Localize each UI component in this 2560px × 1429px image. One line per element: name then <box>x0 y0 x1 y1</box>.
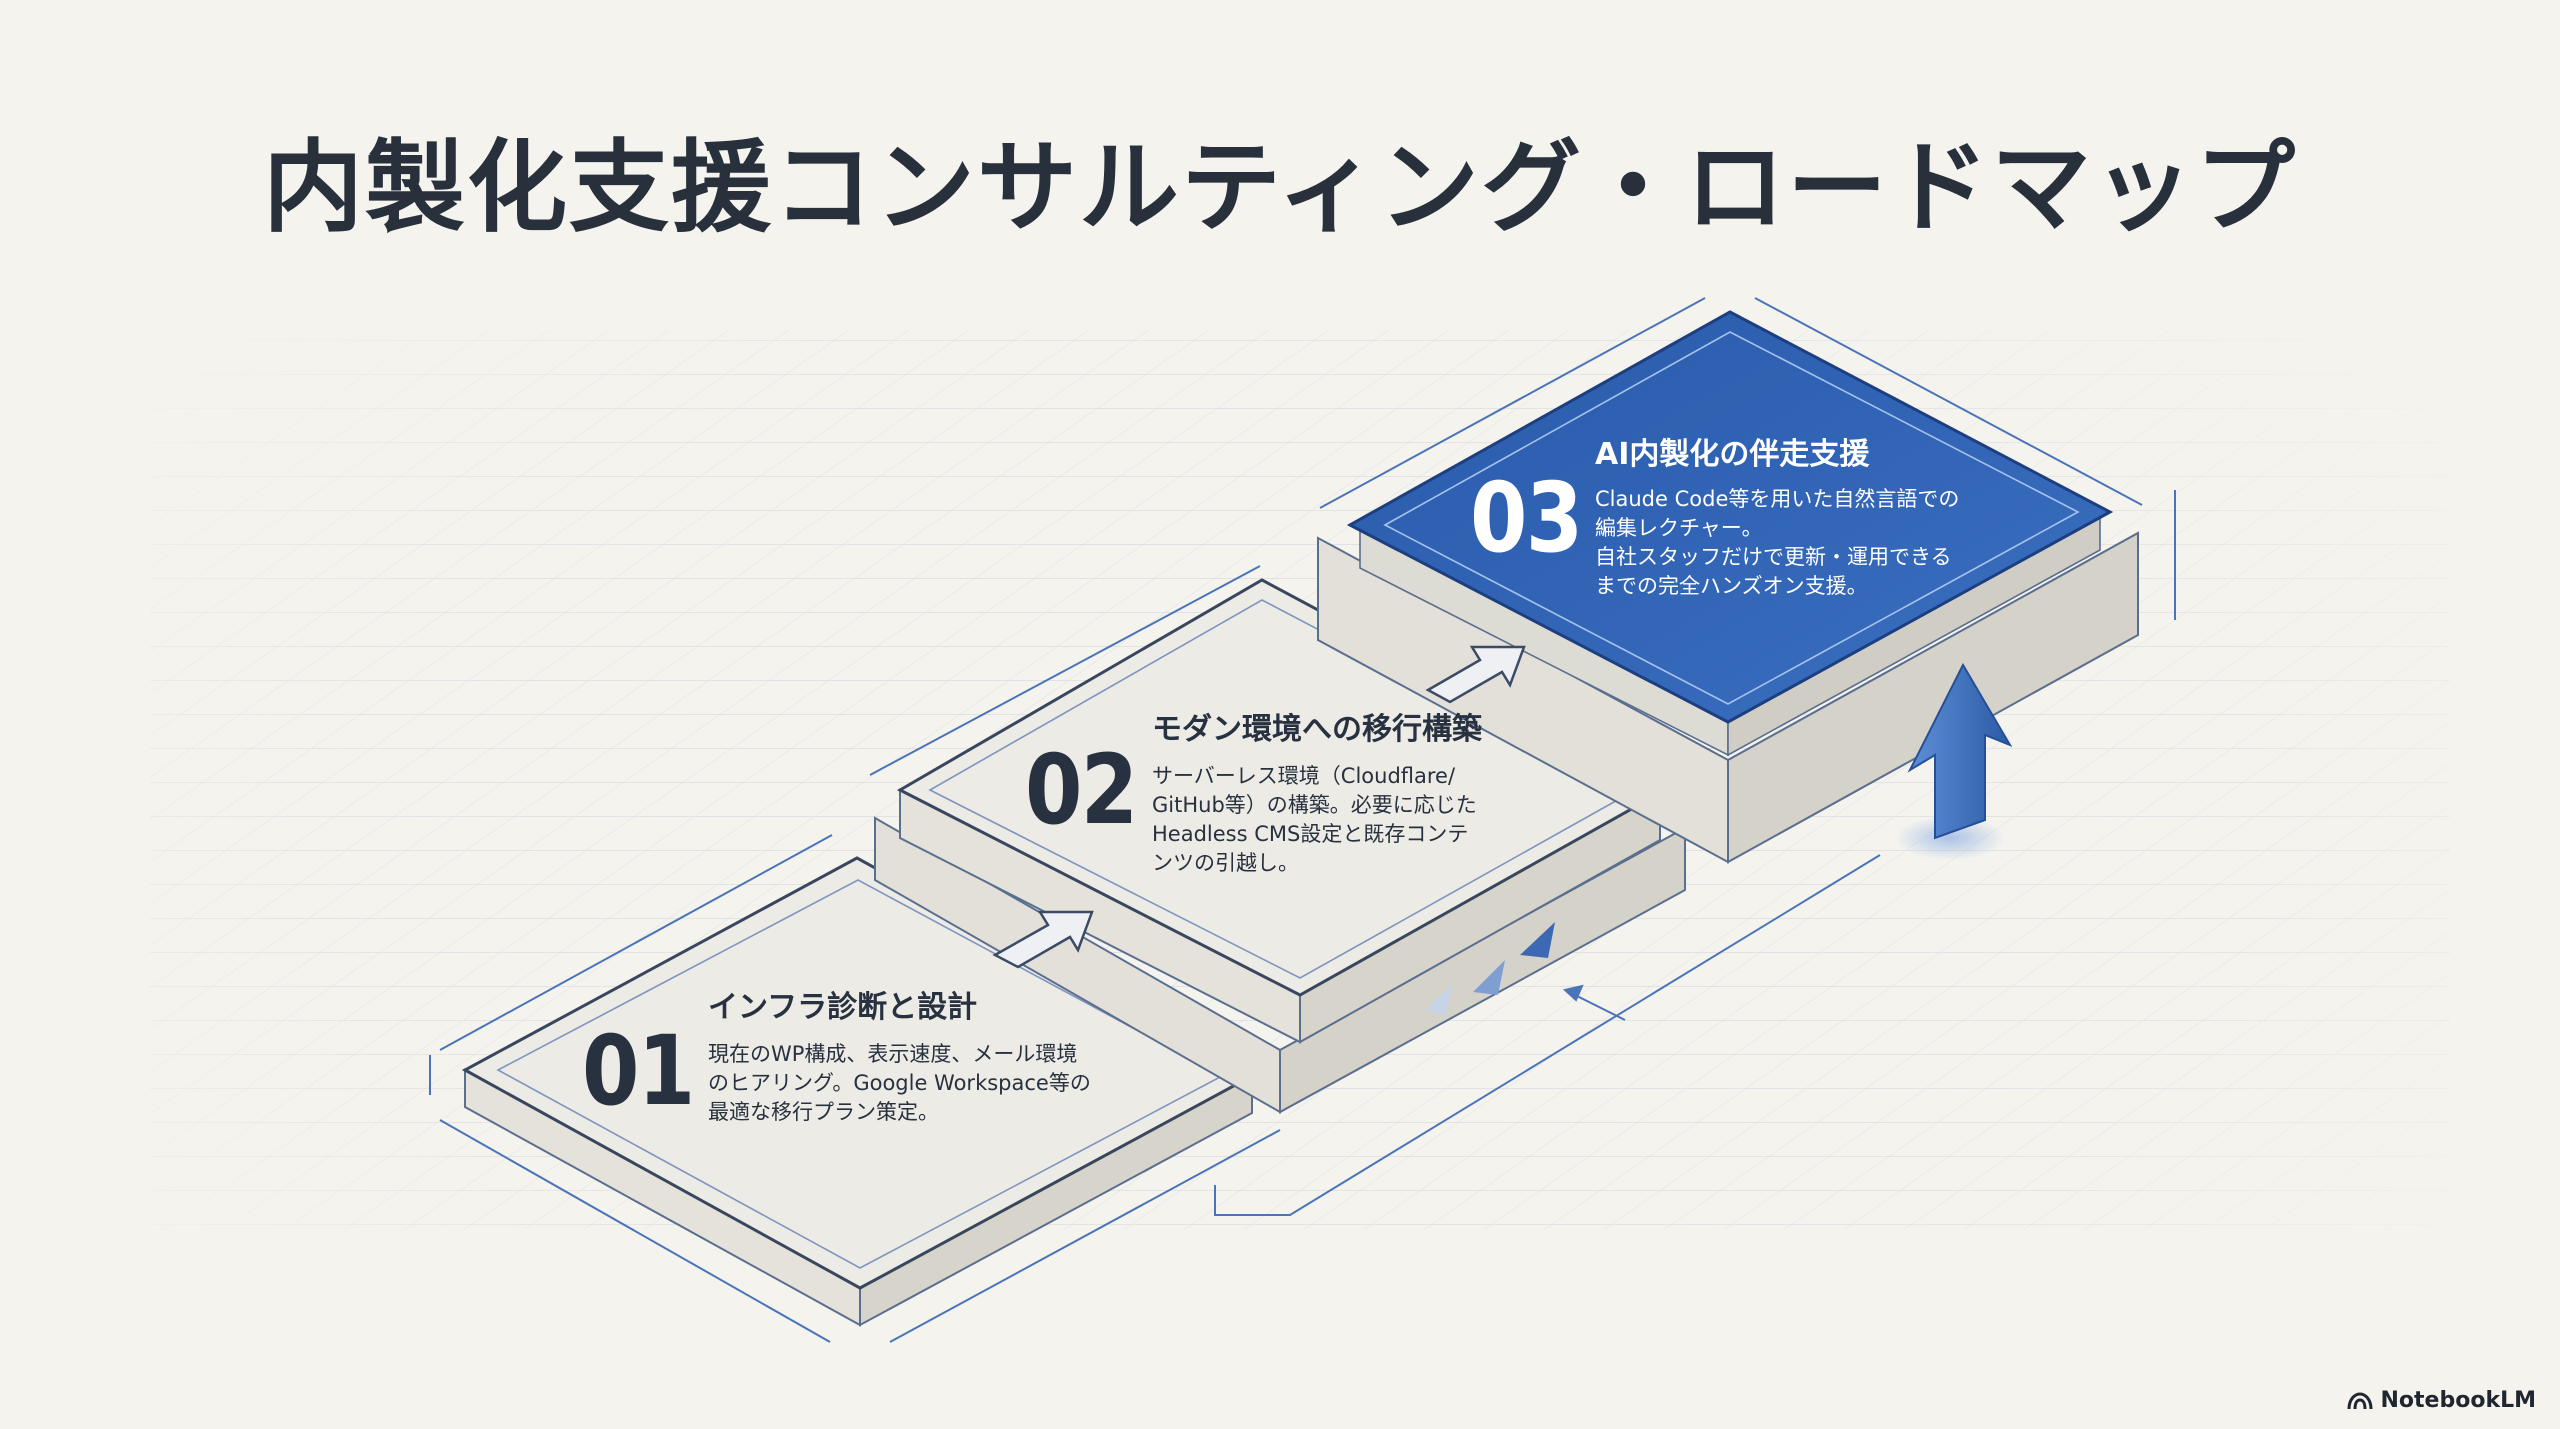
step-02-description: サーバーレス環境（Cloudflare/ GitHub等）の構築。必要に応じた … <box>1152 764 1477 875</box>
step-01-title: インフラ診断と設計 <box>708 990 978 1025</box>
step-02-number: 02 <box>1025 734 1138 846</box>
brand-name: NotebookLM <box>2380 1388 2536 1413</box>
notebooklm-brand: NotebookLM <box>2347 1388 2536 1413</box>
step-arrow-icon <box>992 910 1094 969</box>
step-03-number: 03 <box>1470 462 1583 574</box>
up-arrow-icon <box>1895 662 2013 860</box>
notebooklm-logo-icon <box>2347 1391 2373 1409</box>
step-03-block <box>1317 297 2176 864</box>
step-02-title: モダン環境への移行構築 <box>1152 712 1482 747</box>
step-03-title: AI内製化の伴走支援 <box>1595 437 1870 472</box>
baseline-guide <box>1214 854 1881 1216</box>
step-02-block <box>869 565 1686 1114</box>
step-03-description: Claude Code等を用いた自然言語での 編集レクチャー。 自社スタッフだけ… <box>1595 487 1960 598</box>
step-01-number: 01 <box>582 1015 695 1127</box>
page-title: 内製化支援コンサルティング・ロードマップ <box>263 129 2297 246</box>
step-arrow-icon <box>1425 645 1526 704</box>
step-01-description: 現在のWP構成、表示速度、メール環境 のヒアリング。Google Workspa… <box>708 1042 1091 1124</box>
chevron-arrow-icon <box>1425 922 1555 1015</box>
